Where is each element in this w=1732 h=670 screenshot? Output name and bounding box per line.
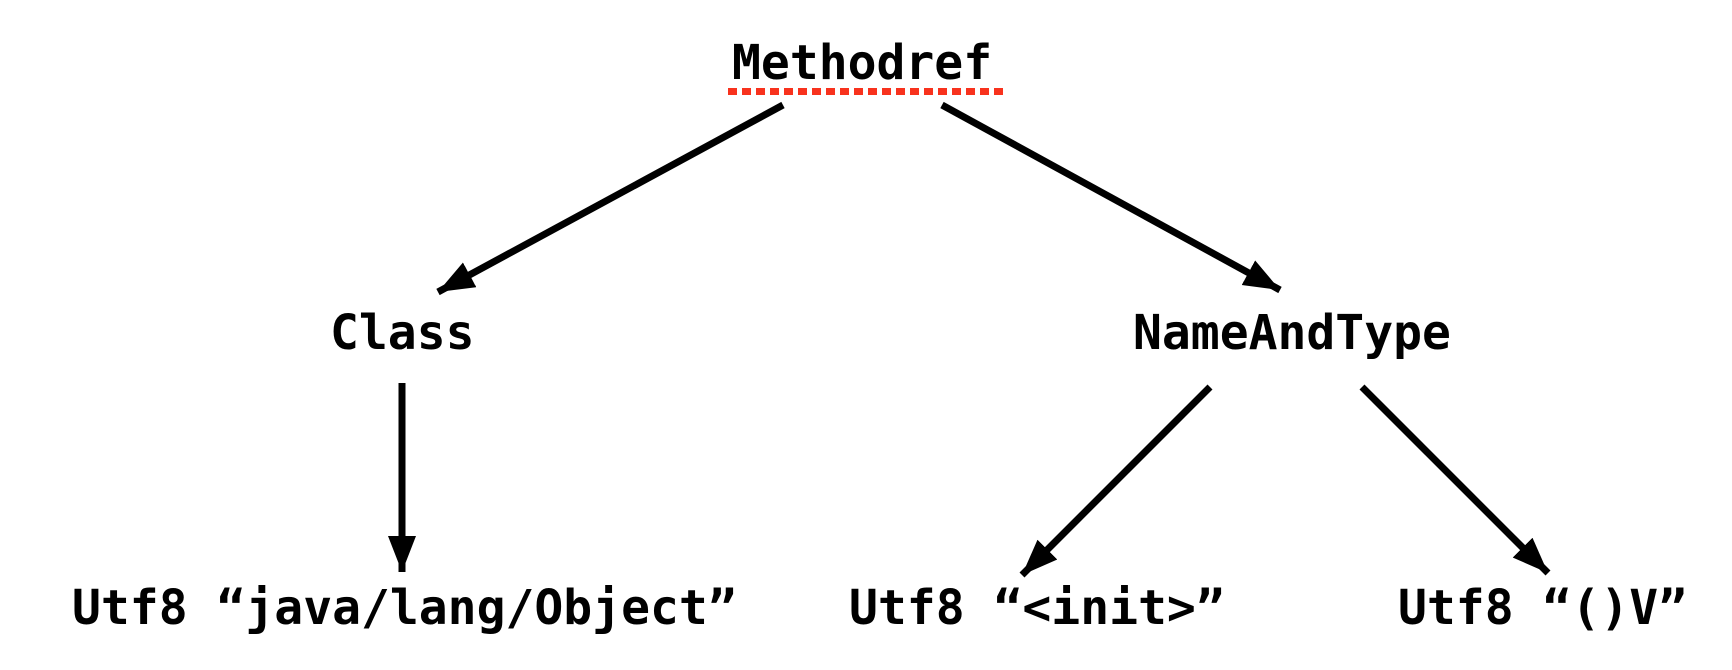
node-utf8-v: Utf8 “()V”	[1398, 580, 1687, 636]
edge-methodref-to-class	[436, 101, 785, 296]
node-class: Class	[330, 305, 475, 361]
node-methodref: Methodref	[732, 35, 993, 91]
node-nameandtype: NameAndType	[1133, 305, 1451, 361]
node-utf8-init: Utf8 “<init>”	[849, 580, 1225, 636]
edge-nameandtype-to-utf8-v	[1359, 384, 1551, 576]
node-utf8-java-lang-object: Utf8 “java/lang/Object”	[72, 580, 737, 636]
edge-nameandtype-to-utf8-init	[1019, 384, 1213, 578]
spellcheck-underline	[728, 88, 1004, 95]
edge-methodref-to-nameandtype	[940, 101, 1282, 294]
